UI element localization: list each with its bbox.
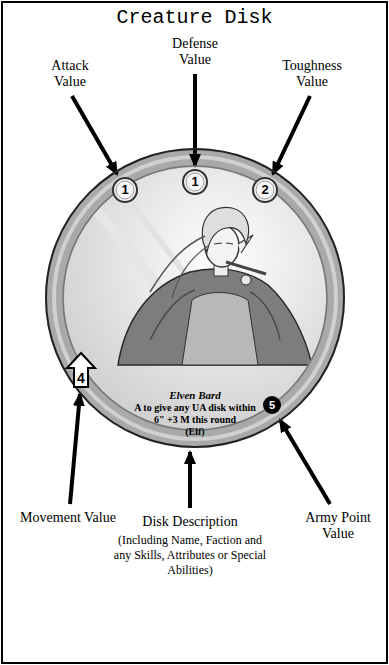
callout-label: Toughness Value [268,58,356,90]
toughness-arrow [273,96,310,174]
disk-description: Elven BardA to give any UA disk within 6… [130,389,260,438]
creature-disk: Elven BardA to give any UA disk within 6… [45,148,345,448]
description-arrow [188,452,192,508]
callout-label: Defense Value [155,36,235,68]
faction-text: (Elf) [130,426,260,438]
movement-arrow: 4 [66,352,96,388]
stat-circle [183,170,207,194]
defense-value: 1 [182,169,208,195]
callout-label: Attack Value [36,58,104,90]
stat-number: 4 [77,368,85,388]
callout-label: Army Point Value [296,510,380,542]
rim-highlight [54,157,336,439]
disk-face [64,167,326,429]
stat-number: 1 [121,183,128,197]
movement-arrow-shape [67,353,95,387]
stat-circle [113,178,137,202]
toughness-value: 2 [252,177,278,203]
point-number: 5 [269,398,275,412]
stat-number: 1 [191,175,198,189]
disk-border [46,149,344,447]
point-dot [263,396,281,414]
ability-text: A to give any UA disk within 6" +3 M thi… [130,402,260,426]
stat-number: 2 [261,183,268,197]
callout-label: Movement Value [6,510,130,526]
diagram-title: Creature Disk [0,6,389,30]
attack-arrow [72,96,117,174]
defense-arrow [193,74,197,166]
stat-ring [256,181,274,199]
stat-circle [253,178,277,202]
stat-ring [116,181,134,199]
callout-note: (Including Name, Faction and any Skills,… [108,533,272,578]
bard-figure [80,175,312,365]
army-point-value: 5 [263,396,281,414]
attack-value: 1 [112,177,138,203]
disk-rim [45,148,345,448]
creature-name: Elven Bard [130,389,260,402]
callout-label: Disk Description [105,514,275,530]
callout-arrows [70,74,330,508]
stat-ring [186,173,204,191]
army-point-arrow [280,420,330,504]
movement-arrow [70,394,80,504]
face-border [63,166,327,430]
